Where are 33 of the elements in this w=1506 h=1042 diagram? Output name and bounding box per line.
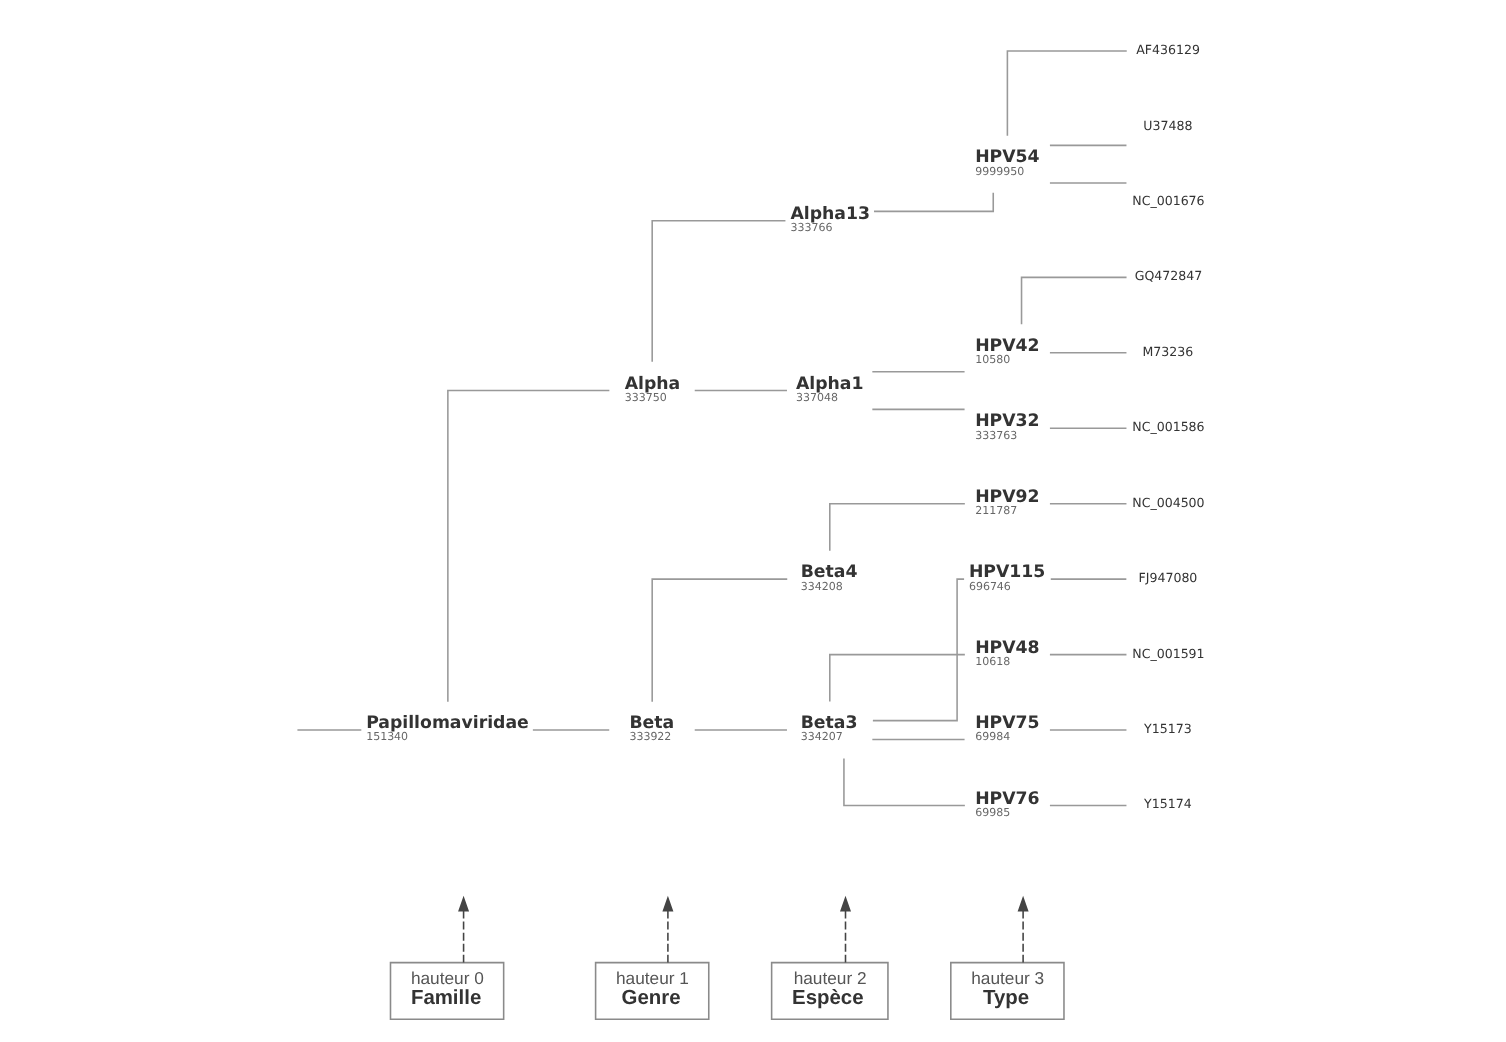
arrow	[457, 895, 469, 964]
connector	[828, 502, 965, 552]
connector	[692, 729, 787, 731]
connector	[1049, 578, 1127, 580]
connector	[1048, 502, 1127, 505]
connector	[1048, 804, 1127, 807]
connector	[870, 738, 965, 741]
connector	[1048, 729, 1127, 731]
connector	[531, 729, 610, 731]
arrow	[839, 895, 850, 964]
connector	[1048, 427, 1127, 430]
connector	[870, 370, 965, 373]
connector	[1048, 182, 1127, 184]
node-box: hauteur 0 Famille	[388, 961, 504, 1020]
connector	[828, 653, 965, 703]
connector	[692, 389, 787, 392]
connector	[842, 757, 965, 807]
connector	[446, 389, 610, 703]
connector	[650, 220, 786, 363]
connector	[295, 729, 362, 731]
connector	[650, 578, 788, 703]
connector	[1005, 50, 1127, 137]
node-box: hauteur 3 Type	[949, 961, 1064, 1020]
connector	[1048, 653, 1127, 656]
arrow	[1016, 895, 1028, 964]
node-box: hauteur 2 Espèce	[769, 961, 888, 1020]
node-box: hauteur 1 Genre	[593, 961, 709, 1020]
connector	[870, 408, 965, 411]
arrow	[661, 895, 673, 964]
connector	[1048, 144, 1127, 147]
connector	[1048, 352, 1127, 354]
connector	[1019, 276, 1127, 326]
connector	[871, 578, 964, 722]
